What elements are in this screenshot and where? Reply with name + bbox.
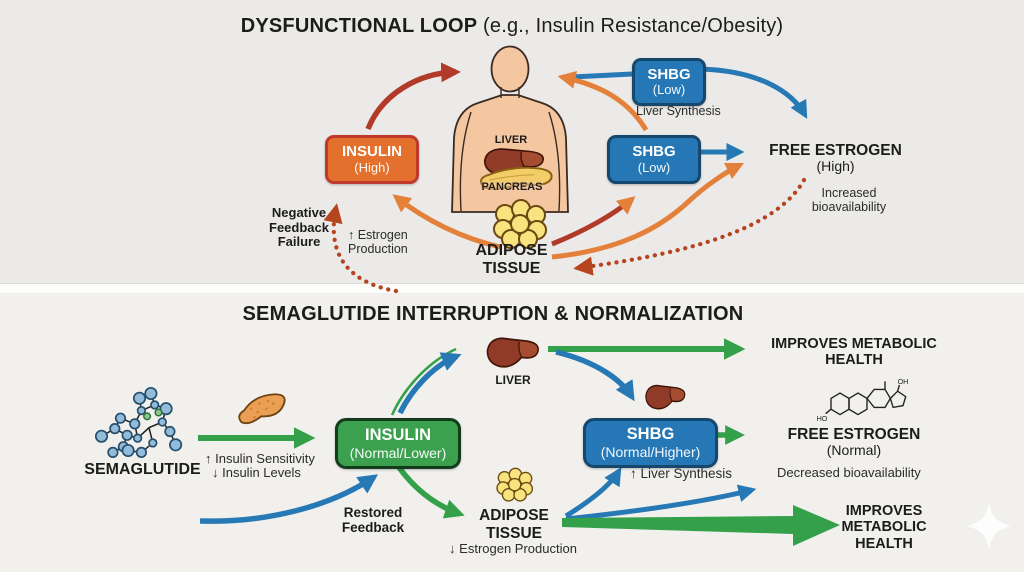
shbg-low-upper-sublabel: (Low) — [652, 82, 686, 98]
insulin-high-box: INSULIN (High) — [325, 135, 419, 184]
shbg-low-lower-box: SHBG (Low) — [607, 135, 701, 184]
improves-metabolic-health-lower-label: IMPROVES METABOLIC HEALTH — [841, 503, 927, 552]
liver-synthesis-label: Liver Synthesis — [636, 104, 721, 118]
adipose-tissue-bottom-label: ADIPOSE TISSUE — [479, 507, 549, 542]
shbg-low-upper-label: SHBG — [647, 65, 691, 83]
insulin-normal-box: INSULIN (Normal/Lower) — [335, 418, 461, 469]
increased-bioavailability-label: Increased bioavailability — [811, 186, 887, 215]
shbg-normal-sublabel: (Normal/Higher) — [600, 444, 701, 461]
shbg-low-upper-box: SHBG (Low) — [632, 58, 706, 106]
body-pancreas-label: PANCREAS — [481, 181, 543, 193]
top-panel-title-bold: DYSFUNCTIONAL LOOP — [240, 15, 478, 37]
liver-synthesis-up-label: ↑ Liver Synthesis — [630, 466, 733, 481]
adipose-tissue-label: ADIPOSE TISSUE — [475, 242, 548, 278]
insulin-normal-label: INSULIN — [365, 425, 431, 444]
shbg-normal-label: SHBG — [626, 425, 675, 444]
estrogen-production-up-label: ↑ Estrogen Production — [348, 228, 408, 257]
insulin-normal-sublabel: (Normal/Lower) — [349, 444, 447, 461]
semaglutide-label: SEMAGLUTIDE — [84, 461, 201, 478]
improves-metabolic-health-upper-label: IMPROVES METABOLIC HEALTH — [771, 336, 937, 369]
top-panel-title-normal: (e.g., Insulin Resistance/Obesity) — [483, 15, 784, 37]
body-liver-label: LIVER — [494, 134, 528, 146]
restored-feedback-label: Restored Feedback — [341, 505, 405, 536]
liver-bottom-label: LIVER — [495, 373, 531, 387]
shbg-low-lower-label: SHBG — [632, 143, 676, 161]
shbg-normal-box: SHBG (Normal/Higher) — [583, 418, 718, 468]
insulin-high-label: INSULIN — [342, 143, 402, 161]
free-estrogen-high-sublabel: (High) — [816, 158, 855, 174]
shbg-low-lower-sublabel: (Low) — [637, 159, 671, 175]
top-panel-title: DYSFUNCTIONAL LOOP (e.g., Insulin Resist… — [0, 15, 1024, 38]
free-estrogen-normal-sublabel: (Normal) — [826, 442, 882, 458]
panel-divider — [0, 284, 1024, 293]
free-estrogen-high-label: FREE ESTROGEN — [769, 142, 902, 159]
insulin-levels-label: ↓ Insulin Levels — [212, 465, 301, 480]
insulin-sensitivity-label: ↑ Insulin Sensitivity — [205, 451, 315, 466]
estrogen-production-down-label: ↓ Estrogen Production — [449, 541, 577, 556]
bottom-panel-title: SEMAGLUTIDE INTERRUPTION & NORMALIZATION — [242, 303, 744, 325]
decreased-bioavailability-label: Decreased bioavailability — [777, 465, 921, 480]
negative-feedback-failure-label: Negative Feedback Failure — [269, 205, 329, 250]
insulin-high-sublabel: (High) — [354, 159, 390, 175]
free-estrogen-normal-label: FREE ESTROGEN — [787, 426, 921, 443]
